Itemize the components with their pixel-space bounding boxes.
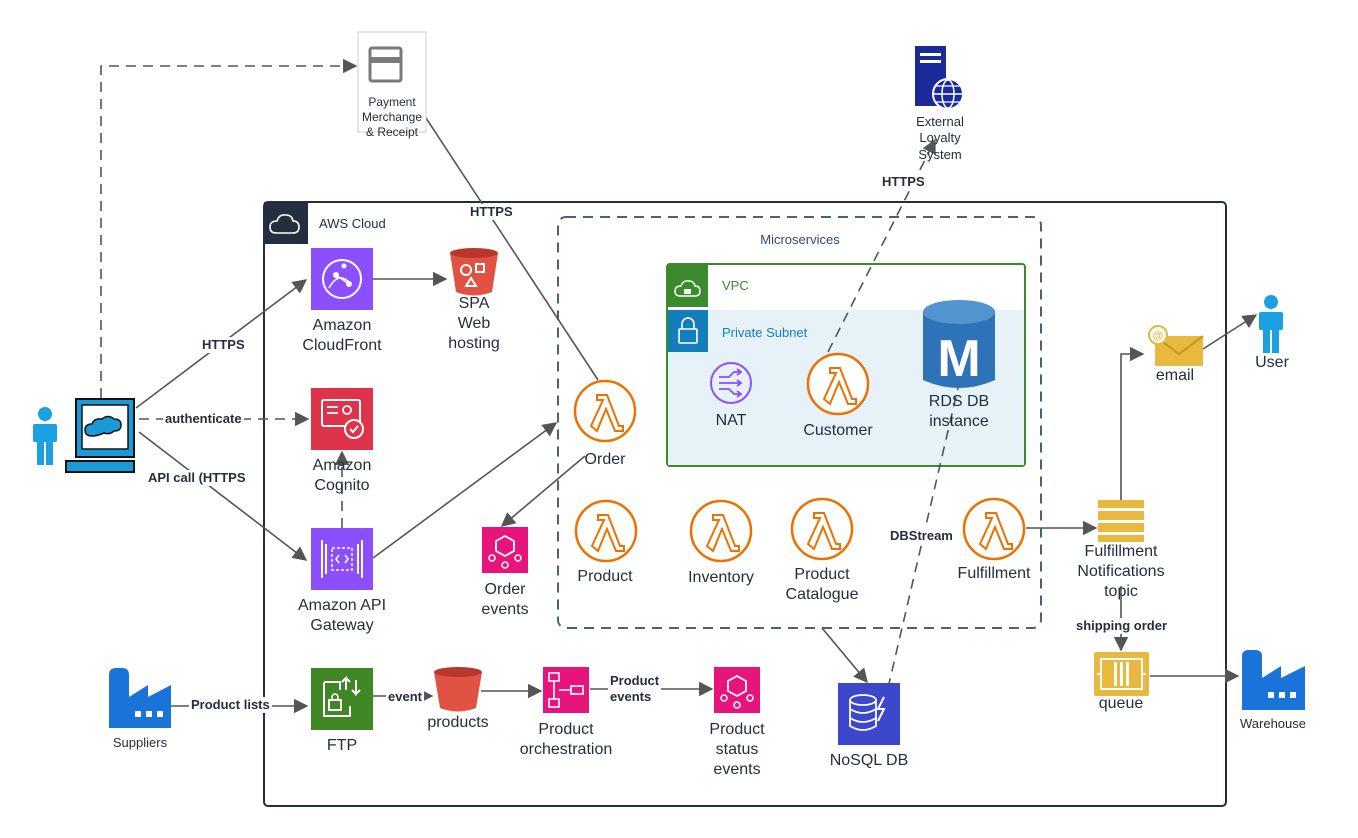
edge-label-product-events: Product events <box>608 673 662 705</box>
edge-label-https-cloudfront: HTTPS <box>200 337 247 354</box>
aws-cloud-label: AWS Cloud <box>319 216 386 231</box>
edge-client-apigateway <box>138 431 308 561</box>
cloudfront-icon[interactable] <box>311 248 373 310</box>
credit-card-icon <box>357 31 427 133</box>
payment-label: Payment Merchange & Receipt <box>361 95 423 139</box>
dynamodb-icon[interactable] <box>838 683 900 745</box>
product-label: Product <box>577 568 633 585</box>
lambda-icon-inventory[interactable] <box>689 499 753 563</box>
suppliers-label: Suppliers <box>112 735 168 750</box>
lambda-icon-order[interactable] <box>573 379 637 443</box>
edge-label-https-payment: HTTPS <box>468 204 515 221</box>
edge-label-product-lists: Product lists <box>189 697 272 714</box>
edge-apigateway-order <box>372 422 558 559</box>
transfer-family-icon[interactable] <box>311 668 373 730</box>
lambda-icon-fulfillment[interactable] <box>962 497 1026 561</box>
spa-hosting-label: SPA Web hosting <box>448 295 500 352</box>
factory-icon-suppliers <box>109 668 171 728</box>
s3-bucket-icon <box>450 248 498 296</box>
eventbridge-icon-product-status[interactable] <box>714 667 760 713</box>
cognito-icon[interactable] <box>311 388 373 450</box>
microservices-label: Microservices <box>760 232 840 247</box>
fulfillment-topic-label: Fulfillment Notifications topic <box>1077 543 1165 600</box>
edge-email-user <box>1202 314 1258 350</box>
user-label: User <box>1255 354 1289 371</box>
rds-icon: M <box>923 300 995 388</box>
edge-label-shipping-order: shipping order <box>1074 618 1169 635</box>
server-globe-icon <box>915 46 964 110</box>
queue-label: queue <box>1098 695 1144 712</box>
s3-bucket-icon-products <box>434 667 482 712</box>
factory-icon-warehouse <box>1242 650 1305 710</box>
edge-order-payment <box>404 84 599 381</box>
edge-client-payment <box>100 58 358 398</box>
edge-label-api-call: API call (HTTPS <box>146 470 248 487</box>
product-orchestration-label: Product orchestration <box>519 721 613 758</box>
api-gateway-icon[interactable] <box>311 528 373 590</box>
customer-label: Customer <box>803 422 873 439</box>
lambda-icon-product[interactable] <box>574 499 638 563</box>
edge-customer-loyalty <box>827 138 936 353</box>
edge-topic-email <box>1120 346 1145 500</box>
private-subnet-label: Private Subnet <box>722 325 808 340</box>
edge-label-event: event <box>386 689 424 706</box>
external-loyalty-label: External Loyalty System <box>916 114 964 162</box>
nosql-label: NoSQL DB <box>829 752 909 769</box>
cognito-label: Amazon Cognito <box>312 457 372 494</box>
product-catalogue-label: Product Catalogue <box>785 566 859 603</box>
computer-icon[interactable] <box>65 398 135 473</box>
email-icon: @ <box>1148 325 1204 366</box>
cloudfront-label: Amazon CloudFront <box>302 317 382 354</box>
edge-order-orderevents <box>500 455 586 527</box>
nat-gateway-icon <box>710 362 752 404</box>
aws-cloud-group <box>263 201 1227 807</box>
vpc-icon <box>668 265 708 307</box>
ftp-label: FTP <box>326 737 358 754</box>
person-icon <box>33 407 57 465</box>
email-label: email <box>1155 367 1195 384</box>
step-functions-icon[interactable] <box>543 667 589 713</box>
product-status-events-label: Product status events <box>709 721 765 778</box>
products-label: products <box>427 714 489 731</box>
rds-label: RDS DB instance <box>928 393 990 430</box>
svg-text:@: @ <box>1153 330 1164 342</box>
fulfillment-label: Fulfillment <box>957 565 1031 582</box>
warehouse-label: Warehouse <box>1240 716 1306 731</box>
edge-label-authenticate: authenticate <box>163 411 244 428</box>
sns-topic-icon[interactable] <box>1098 500 1144 542</box>
order-events-label: Order events <box>481 581 529 618</box>
order-label: Order <box>584 451 626 468</box>
lambda-icon-product-catalogue[interactable] <box>790 497 854 561</box>
eventbridge-icon-order[interactable] <box>482 527 528 573</box>
edge-microservices-nosql <box>821 627 868 684</box>
person-icon-user <box>1259 295 1283 353</box>
lock-icon <box>668 310 708 352</box>
inventory-label: Inventory <box>688 569 754 586</box>
svg-text:M: M <box>937 330 980 388</box>
edge-label-https-loyalty: HTTPS <box>880 174 927 191</box>
vpc-label: VPC <box>722 278 749 293</box>
sqs-queue-icon[interactable] <box>1094 652 1149 696</box>
nat-label: NAT <box>715 412 747 429</box>
api-gateway-label: Amazon API Gateway <box>297 597 387 634</box>
edge-label-dbstream: DBStream <box>888 528 955 545</box>
lambda-icon-customer[interactable] <box>806 352 870 416</box>
